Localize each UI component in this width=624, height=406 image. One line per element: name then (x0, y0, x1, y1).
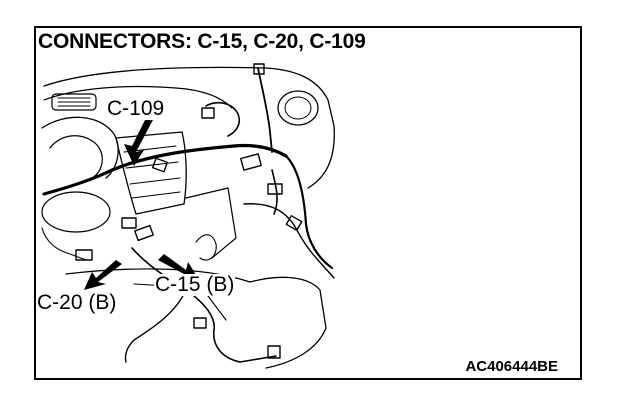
figure-code: AC406444BE (465, 358, 558, 375)
floor-console (249, 276, 327, 369)
instrument-hood (41, 116, 119, 179)
air-vent-right (277, 90, 319, 126)
air-vent-left (51, 93, 97, 111)
wiring-harness-main (42, 143, 288, 196)
connector-body (253, 63, 265, 75)
connector-body (267, 345, 281, 359)
diagram-frame: CONNECTORS: C-15, C-20, C-109 (34, 26, 582, 380)
connector-body (151, 157, 169, 173)
connector-body (75, 249, 93, 261)
steering-column (41, 191, 111, 233)
arrow-c15 (158, 254, 198, 278)
callout-c20: C-20 (B) (36, 291, 118, 314)
lower-panel (185, 187, 237, 259)
connector-body (285, 214, 303, 232)
connector-body (201, 107, 215, 119)
connector-body (267, 183, 283, 195)
connector-body (121, 217, 137, 229)
wiring-harness-floor (131, 247, 277, 363)
callout-c109: C-109 (106, 97, 166, 120)
diagram-title: CONNECTORS: C-15, C-20, C-109 (38, 30, 366, 53)
arrow-c20 (84, 260, 122, 290)
connector-body (240, 153, 262, 171)
center-stack (115, 131, 187, 215)
arrow-c109 (124, 114, 154, 166)
dashboard-lower-edge (43, 85, 233, 109)
connector-body (134, 224, 154, 242)
dashboard-outline (43, 66, 335, 189)
dashboard-wiring-illustration (41, 63, 335, 369)
connector-body (193, 317, 207, 329)
callout-c15: C-15 (B) (154, 273, 236, 296)
